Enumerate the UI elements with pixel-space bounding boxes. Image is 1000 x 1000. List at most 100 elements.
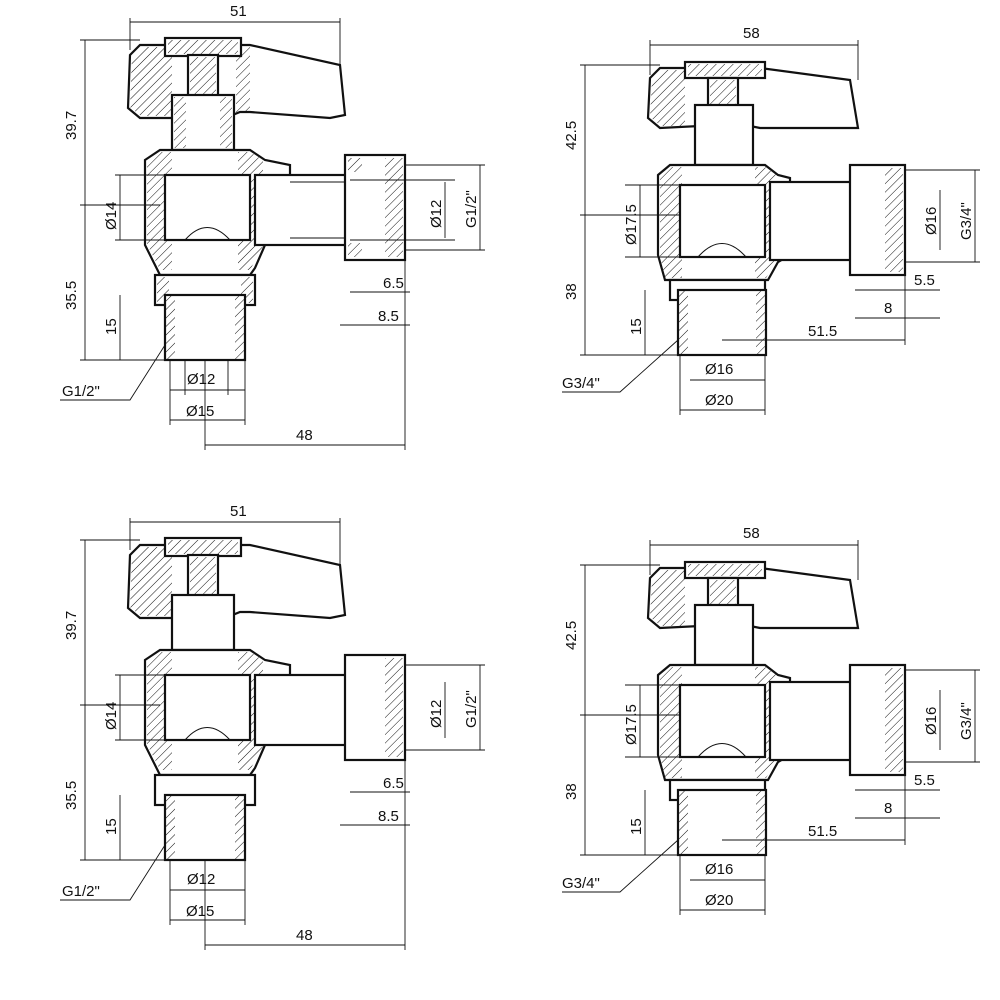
dim-top-width: 58 — [743, 525, 760, 542]
dim-nut-b: 8.5 — [378, 308, 399, 325]
dim-height-lower: 38 — [563, 283, 580, 300]
valve-drawing-three-quarter-inch-top: 58 42.5 38 15 Ø17.5 Ø16 G3/4" 5.5 8 51.5… — [500, 0, 1000, 500]
bonnet-hatch-r — [220, 97, 232, 148]
dim-bottom-inner: Ø12 — [187, 371, 215, 388]
dim-bore-horizontal: Ø14 — [103, 202, 120, 230]
dim-nut-b: 8.5 — [378, 808, 399, 825]
valve-drawing-three-quarter-inch-bottom: 58 42.5 38 15 Ø17.5 Ø16 G3/4" 5.5 8 51.5… — [500, 500, 1000, 1000]
dim-bottom-thread: G3/4" — [562, 875, 600, 892]
thread-hatch-r — [235, 795, 245, 860]
dim-bore-side: Ø12 — [428, 700, 445, 728]
handle-hatch-right — [236, 47, 250, 112]
thread-hatch-l — [678, 790, 688, 855]
valve-svg: 58 42.5 38 15 Ø17.5 Ø16 G3/4" 5.5 8 51.5… — [562, 25, 980, 415]
thread-hatch-l — [165, 295, 175, 360]
dim-span: 48 — [296, 927, 313, 944]
dim-span: 48 — [296, 427, 313, 444]
dim-thread-length: 15 — [103, 318, 120, 335]
bonnet — [693, 603, 755, 667]
thread-hatch-r — [235, 295, 245, 360]
dim-bore-horizontal: Ø14 — [103, 702, 120, 730]
ball-curve — [184, 226, 231, 241]
handle-hatch — [650, 570, 685, 626]
ball-curve — [697, 743, 747, 758]
ball — [678, 683, 767, 759]
ball — [678, 183, 767, 259]
dim-top-width: 51 — [230, 503, 247, 520]
dim-bore-horizontal: Ø17.5 — [623, 704, 640, 745]
handle-hatch — [650, 70, 685, 126]
dim-bottom-outer: Ø15 — [186, 403, 214, 420]
dim-bore-side: Ø12 — [428, 200, 445, 228]
dim-span: 51.5 — [808, 323, 837, 340]
nut-hatch — [885, 668, 903, 772]
valve-drawing-half-inch-top: 51 39.7 35.5 15 Ø14 Ø12 G1/2" 6.5 8.5 Ø1… — [0, 0, 500, 500]
dim-thread-length: 15 — [103, 818, 120, 835]
valve-drawing-half-inch-bottom: 51 39.7 35.5 15 Ø14 Ø12 G1/2" 6.5 8.5 Ø1… — [0, 500, 500, 1000]
dim-side-thread: G3/4" — [958, 702, 975, 740]
thread-hatch-l — [165, 795, 175, 860]
cap-hatch — [168, 40, 238, 54]
dim-height-lower: 35.5 — [63, 281, 80, 310]
dim-height-upper: 42.5 — [563, 621, 580, 650]
cap-hatch — [168, 540, 238, 554]
dim-bottom-inner: Ø12 — [187, 871, 215, 888]
valve-svg: 58 42.5 38 15 Ø17.5 Ø16 G3/4" 5.5 8 51.5… — [562, 525, 980, 915]
ball-curve — [184, 726, 231, 741]
dim-bottom-outer: Ø20 — [705, 892, 733, 909]
ball — [163, 673, 252, 742]
bottom-thread — [163, 293, 247, 362]
ball-curve — [697, 243, 747, 258]
dim-bore-side: Ø16 — [923, 207, 940, 235]
leader-bottom-thread — [60, 844, 166, 901]
bottom-thread — [676, 788, 768, 857]
thread-hatch-r — [756, 290, 766, 355]
bonnet-hatch-l — [174, 97, 186, 148]
dim-nut-a: 5.5 — [914, 272, 935, 289]
dim-height-upper: 39.7 — [63, 111, 80, 140]
dim-top-width: 58 — [743, 25, 760, 42]
bonnet — [170, 593, 236, 652]
dim-nut-a: 6.5 — [383, 275, 404, 292]
valve-svg: 51 39.7 35.5 15 Ø14 Ø12 G1/2" 6.5 8.5 Ø1… — [60, 3, 485, 450]
dim-bottom-inner: Ø16 — [705, 361, 733, 378]
cap-hatch — [688, 64, 762, 76]
dim-bottom-outer: Ø15 — [186, 903, 214, 920]
dim-bore-side: Ø16 — [923, 707, 940, 735]
bonnet — [693, 103, 755, 167]
dim-nut-b: 8 — [884, 300, 892, 317]
dim-top-width: 51 — [230, 3, 247, 20]
side-pipe — [768, 180, 857, 262]
nut-hatch-tl — [348, 158, 362, 172]
dim-side-thread: G3/4" — [958, 202, 975, 240]
dim-nut-a: 6.5 — [383, 775, 404, 792]
thread-hatch-r — [756, 790, 766, 855]
dim-nut-b: 8 — [884, 800, 892, 817]
dim-height-upper: 39.7 — [63, 611, 80, 640]
dim-thread-length: 15 — [628, 318, 645, 335]
leader-bottom-thread — [60, 344, 166, 401]
leader-bottom-thread — [562, 339, 679, 393]
ball — [163, 173, 252, 242]
bottom-thread — [676, 288, 768, 357]
side-pipe — [768, 680, 857, 762]
side-pipe — [253, 173, 352, 247]
dim-bottom-outer: Ø20 — [705, 392, 733, 409]
dim-bottom-inner: Ø16 — [705, 861, 733, 878]
dim-side-thread: G1/2" — [463, 690, 480, 728]
body-hatch-l — [660, 167, 682, 278]
handle-hatch — [130, 47, 172, 116]
cap-hatch — [688, 564, 762, 576]
dim-bore-horizontal: Ø17.5 — [623, 204, 640, 245]
nut-hatch — [885, 168, 903, 272]
dim-thread-length: 15 — [628, 818, 645, 835]
dim-bottom-thread: G1/2" — [62, 883, 100, 900]
nut-hatch — [385, 658, 403, 757]
valve-svg: 51 39.7 35.5 15 Ø14 Ø12 G1/2" 6.5 8.5 Ø1… — [60, 503, 485, 950]
nut-hatch — [385, 158, 403, 257]
dim-height-upper: 42.5 — [563, 121, 580, 150]
dim-span: 51.5 — [808, 823, 837, 840]
dim-height-lower: 35.5 — [63, 781, 80, 810]
dim-height-lower: 38 — [563, 783, 580, 800]
